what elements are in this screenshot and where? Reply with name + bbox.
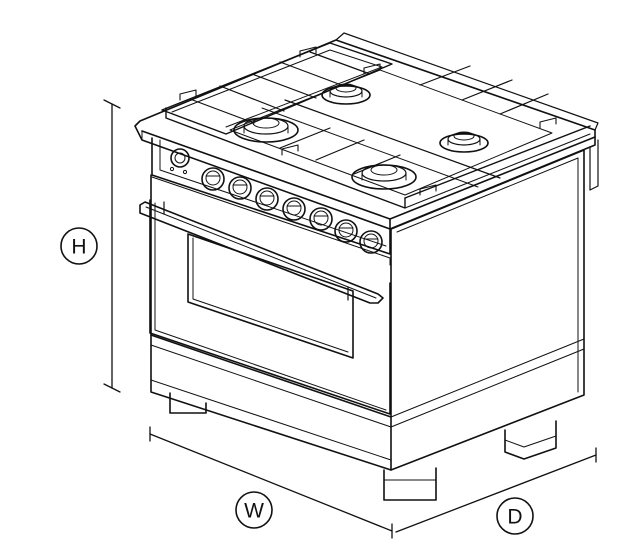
burner-rear-right-icon bbox=[439, 131, 489, 153]
depth-dimension-line bbox=[395, 447, 597, 533]
knobs bbox=[201, 167, 383, 254]
knob-6-icon bbox=[334, 219, 358, 243]
oven-door bbox=[139, 199, 391, 415]
oven-body bbox=[150, 149, 585, 471]
depth-label: D bbox=[507, 506, 522, 529]
knob-1-icon bbox=[201, 167, 225, 191]
knob-5-icon bbox=[309, 207, 333, 231]
knob-2-icon bbox=[228, 176, 252, 200]
feet bbox=[169, 392, 557, 501]
grates bbox=[161, 42, 591, 209]
cooktop bbox=[134, 32, 599, 230]
height-dimension-line bbox=[103, 99, 121, 393]
width-dimension-line bbox=[149, 426, 393, 539]
burners bbox=[233, 83, 489, 190]
timer-dial-icon bbox=[170, 148, 190, 168]
burner-front-right-icon bbox=[351, 164, 417, 190]
knob-3-icon bbox=[255, 187, 279, 211]
knob-7-icon bbox=[359, 230, 383, 254]
height-label-badge: H bbox=[60, 227, 98, 265]
width-label-badge: W bbox=[235, 491, 273, 529]
burner-front-left-icon bbox=[233, 117, 299, 143]
depth-label-badge: D bbox=[496, 497, 534, 535]
burner-rear-left-icon bbox=[321, 83, 371, 105]
height-label: H bbox=[71, 236, 86, 259]
knob-4-icon bbox=[282, 197, 306, 221]
width-label: W bbox=[244, 500, 264, 523]
